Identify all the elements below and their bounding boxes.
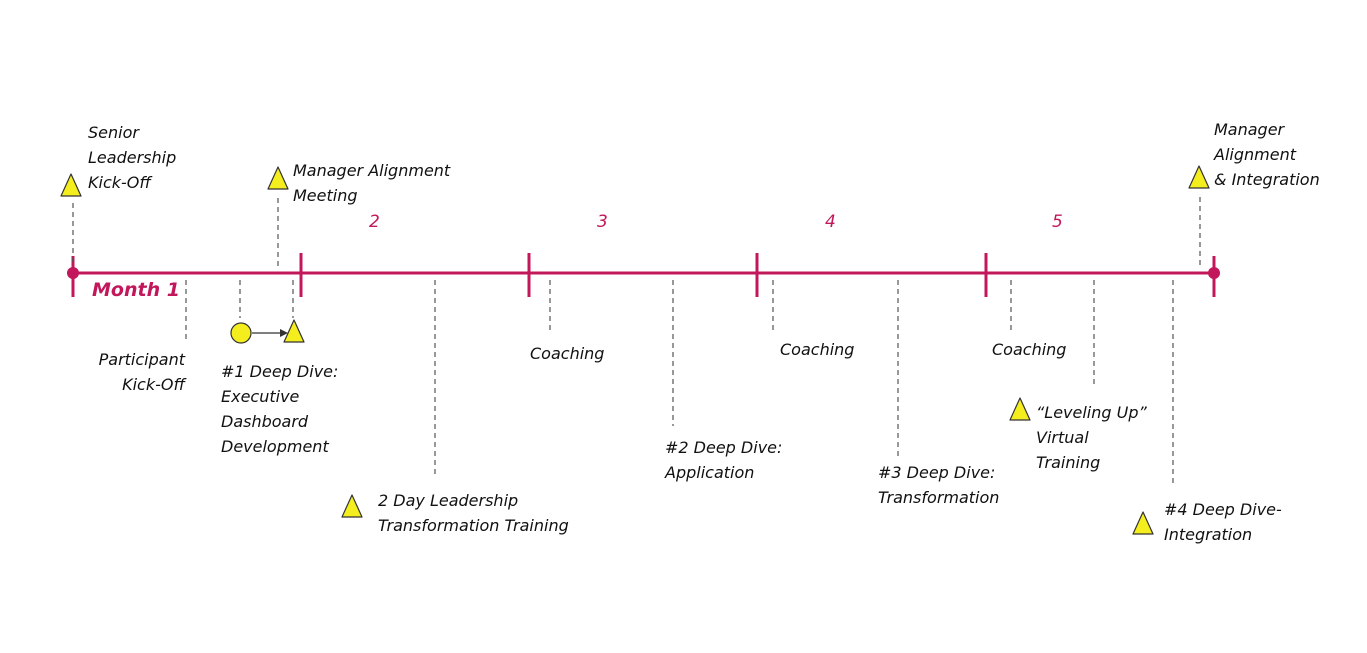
event-label-coaching-2: Coaching xyxy=(780,340,855,359)
event-label-deep-dive-2: #2 Deep Dive: Application xyxy=(665,438,783,482)
month-label-1: Month 1 xyxy=(92,279,180,301)
event-label-deep-dive-1: #1 Deep Dive: Executive Dashboard Develo… xyxy=(221,362,339,456)
month-label-2: 2 xyxy=(369,212,380,232)
event-label-participant-kickoff: Participant Kick-Off xyxy=(98,350,185,394)
event-label-coaching-3: Coaching xyxy=(992,340,1067,359)
month-label-3: 3 xyxy=(597,212,608,232)
triangle-icon xyxy=(1188,165,1210,189)
month-label-4: 4 xyxy=(825,212,836,232)
triangle-icon xyxy=(341,494,363,518)
triangle-icon xyxy=(1132,511,1154,535)
event-label-deep-dive-4: #4 Deep Dive- Integration xyxy=(1164,500,1282,544)
event-label-coaching-1: Coaching xyxy=(530,344,605,363)
month-label-5: 5 xyxy=(1052,212,1063,232)
arrow-head-icon xyxy=(280,329,288,337)
circle-icon xyxy=(230,322,252,344)
event-label-manager-alignment-meeting: Manager Alignment Meeting xyxy=(293,161,451,205)
triangle-icon xyxy=(60,173,82,197)
event-label-deep-dive-3: #3 Deep Dive: Transformation xyxy=(878,463,1000,507)
event-label-leveling-up: “Leveling Up” Virtual Training xyxy=(1036,403,1147,472)
triangle-icon xyxy=(1009,397,1031,421)
event-label-two-day-training: 2 Day Leadership Transformation Training xyxy=(378,491,569,535)
triangle-icon xyxy=(283,319,305,343)
event-label-manager-alignment-integration: Manager Alignment & Integration xyxy=(1214,120,1320,189)
triangle-icon xyxy=(267,166,289,190)
event-label-senior-leadership-kickoff: Senior Leadership Kick-Off xyxy=(88,123,177,192)
